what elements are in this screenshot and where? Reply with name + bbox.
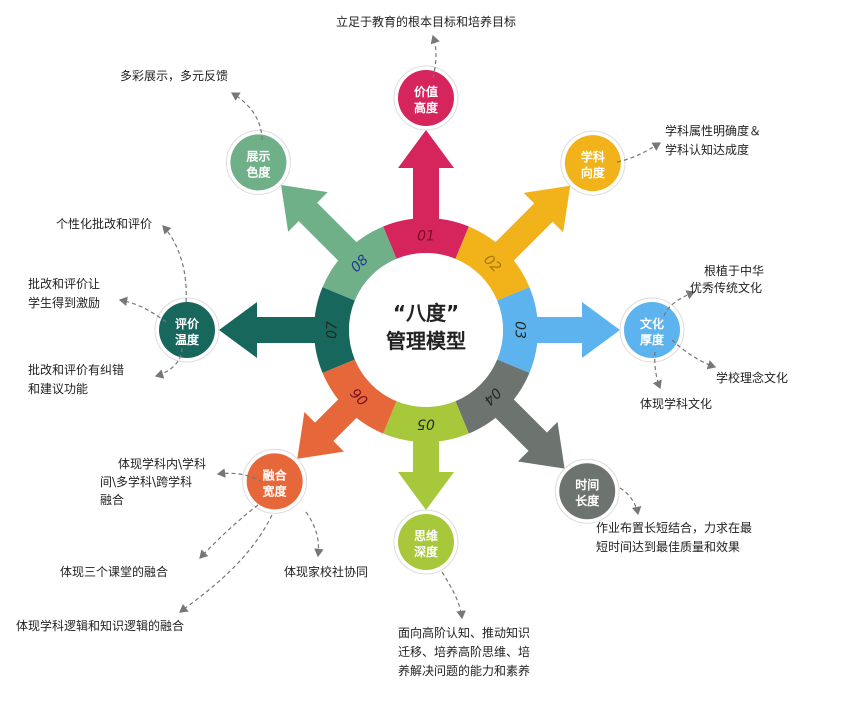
ring-segment-d6 <box>322 359 397 434</box>
node-label-d2-line1: 学科 <box>581 149 605 164</box>
label-d7a: 个性化批改和评价 <box>56 216 152 231</box>
label-d3c: 体现学科文化 <box>640 396 712 411</box>
node-d8 <box>230 134 287 191</box>
connector-d6b <box>199 504 259 559</box>
label-d6a: 体现学科内\学科 间\多学科\跨学科 融合 <box>100 456 210 507</box>
label-d3b: 学校理念文化 <box>716 370 788 385</box>
node-label-d7-line2: 温度 <box>175 332 200 347</box>
ring-segment-d7 <box>314 287 355 373</box>
connector-d8 <box>230 92 263 141</box>
arrow-d1 <box>398 130 454 240</box>
ring-segment-d2 <box>455 226 530 301</box>
center-title-line2: 管理模型 <box>386 329 466 353</box>
segment-number-d7: 07 <box>325 321 341 339</box>
segment-number-d5: 05 <box>417 416 435 432</box>
label-d5: 面向高阶认知、推动知识 迁移、培养高阶思维、培 养解决问题的能力和素养 <box>398 625 534 678</box>
node-label-d3-line1: 文化 <box>640 316 664 331</box>
node-label-d8-line1: 展示 <box>246 149 270 163</box>
node-d1 <box>398 70 454 126</box>
arrow-d5 <box>398 420 454 510</box>
node-d6 <box>246 453 303 510</box>
node-label-d8-line2: 色度 <box>246 164 271 179</box>
label-d7c: 批改和评价有纠错 和建议功能 <box>28 362 128 396</box>
arrow-d3 <box>516 302 620 358</box>
node-label-d1-line2: 高度 <box>414 100 439 115</box>
connector-d4 <box>619 487 642 516</box>
connector-d7c <box>154 347 183 379</box>
label-d1: 立足于教育的根本目标和培养目标 <box>336 14 516 29</box>
node-d2 <box>564 135 621 192</box>
segment-number-d3: 03 <box>512 321 528 339</box>
ring-layer <box>314 218 538 443</box>
ring-segment-d8 <box>322 226 397 301</box>
label-d3a: 根植于中华 优秀传统文化 <box>690 263 768 295</box>
label-d6c: 体现家校社协同 <box>284 564 368 579</box>
node-label-d4-line2: 长度 <box>575 493 600 508</box>
node-label-d4-line1: 时间 <box>575 477 599 492</box>
segment-number-d1: 01 <box>417 229 435 245</box>
node-label-d6-line2: 宽度 <box>262 483 288 498</box>
connector-d6c <box>305 511 324 558</box>
ring-segment-d3 <box>497 287 538 373</box>
center-title-line1: “八度” <box>393 301 459 325</box>
arrow-d7 <box>219 302 336 358</box>
connector-d1 <box>430 34 440 79</box>
node-label-d1-line1: 价值 <box>414 84 438 99</box>
node-label-d7-line1: 评价 <box>175 317 200 331</box>
connector-d7a <box>162 225 187 303</box>
connector-d6d <box>179 514 273 613</box>
label-d2: 学科属性明确度＆ 学科认知达成度 <box>665 123 765 157</box>
center-circle <box>349 253 503 407</box>
node-d5 <box>398 514 454 570</box>
label-d6b: 体现三个课堂的融合 <box>60 564 168 579</box>
dashed-connectors <box>118 34 717 620</box>
node-label-d2-line2: 向度 <box>581 165 606 180</box>
node-d7 <box>159 302 215 358</box>
node-label-d6-line1: 融合 <box>263 467 288 482</box>
label-d4: 作业布置长短结合，力求在最 短时间达到最佳质量和效果 <box>596 520 756 554</box>
ring-segment-d4 <box>455 359 530 434</box>
node-label-d5-line1: 思维 <box>414 528 438 543</box>
node-label-d3-line2: 厚度 <box>640 332 665 347</box>
node-d3 <box>624 302 680 358</box>
connector-d3a <box>663 290 696 317</box>
node-label-d5-line2: 深度 <box>414 544 439 559</box>
label-d6d: 体现学科逻辑和知识逻辑的融合 <box>16 618 184 633</box>
ring-segment-d1 <box>383 218 469 259</box>
ring-segment-d5 <box>383 401 469 443</box>
node-d4 <box>559 463 616 520</box>
connector-d3c <box>652 351 662 390</box>
label-d8: 多彩展示，多元反馈 <box>120 69 228 83</box>
connector-d6a <box>216 468 263 483</box>
text-labels: 立足于教育的根本目标和培养目标 学科属性明确度＆ 学科认知达成度 根植于中华 优… <box>16 14 788 678</box>
connector-d2 <box>616 142 662 163</box>
label-d7b: 批改和评价让 学生得到激励 <box>28 276 104 310</box>
connector-d5 <box>441 571 466 620</box>
